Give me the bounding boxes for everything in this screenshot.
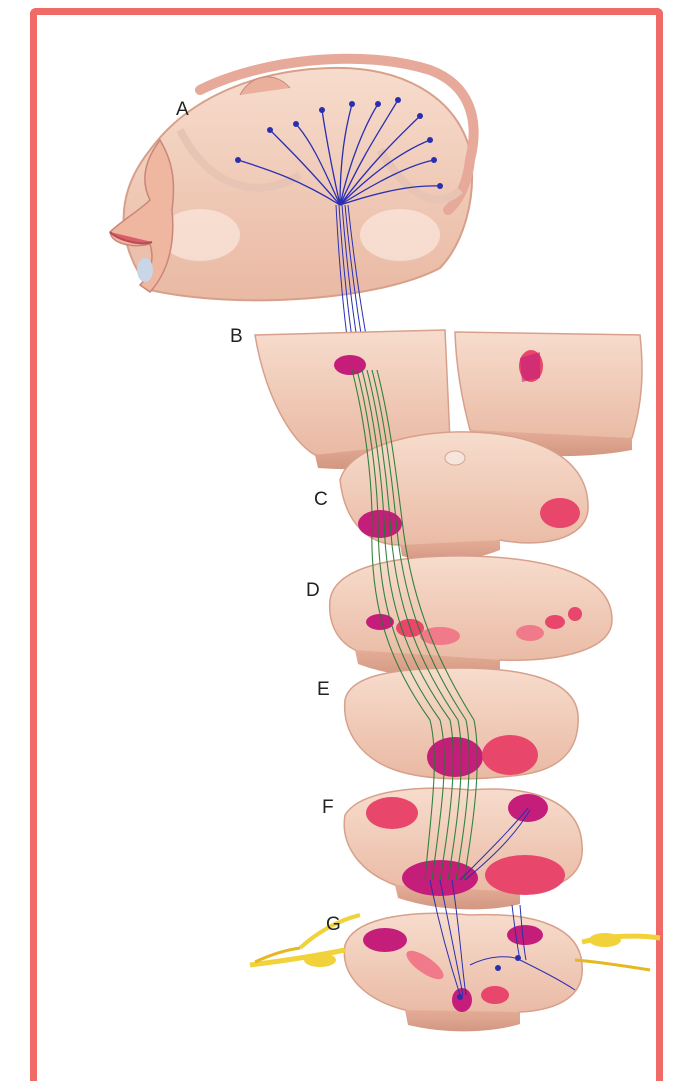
- label-e: E: [317, 679, 330, 701]
- label-a: A: [176, 99, 189, 121]
- label-b: B: [230, 326, 243, 348]
- peripheral-nerve-right: [575, 933, 660, 970]
- spinal-cord-section-upper: [344, 788, 582, 909]
- label-c: C: [314, 489, 328, 511]
- peripheral-nerve-left: [250, 915, 360, 967]
- label-g: G: [326, 914, 341, 936]
- label-d: D: [306, 580, 320, 602]
- label-f: F: [322, 797, 334, 819]
- lower-pons-section: [330, 556, 612, 678]
